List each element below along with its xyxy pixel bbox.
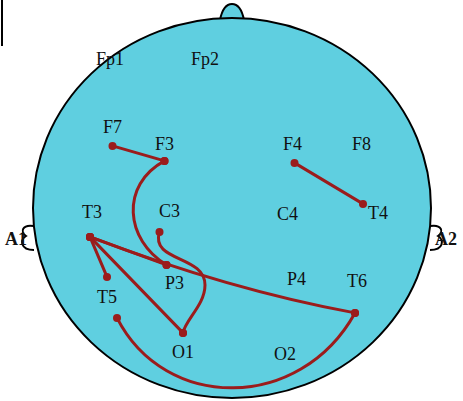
electrode-node: F4: [282, 135, 303, 155]
electrode-label: Fp2: [191, 50, 219, 70]
electrode-node: P3: [164, 274, 185, 294]
electrode-dot: [179, 329, 187, 337]
head-outline: [33, 18, 431, 398]
electrode-dot: [359, 200, 367, 208]
electrode-dot: [113, 314, 121, 322]
electrode-label: T6: [347, 272, 367, 292]
electrode-dot: [86, 233, 94, 241]
electrode-dot: [179, 329, 187, 337]
electrode-node: O1: [171, 343, 195, 363]
connection-line: [90, 237, 355, 313]
connection-line: [158, 232, 205, 333]
electrode-label: Fp1: [96, 50, 124, 70]
electrode-dot: [86, 233, 94, 241]
electrode-node: Fp1: [95, 50, 125, 70]
electrode-node: T3: [81, 203, 103, 223]
electrode-node: C3: [158, 202, 181, 222]
electrode-label: F3: [155, 135, 174, 155]
electrode-label: C3: [159, 202, 180, 222]
electrode-dot: [351, 309, 359, 317]
connection-line: [295, 163, 363, 204]
electrode-label: T3: [82, 203, 102, 223]
edge-mark: [1, 0, 3, 46]
electrode-dot: [109, 142, 117, 150]
electrode-dot: [156, 228, 164, 236]
electrode-node: O2: [273, 345, 297, 365]
electrode-dot: [161, 157, 169, 165]
electrode-label: F7: [103, 118, 122, 138]
electrode-dot: [291, 159, 299, 167]
electrode-label: T5: [97, 288, 117, 308]
electrode-dot: [351, 309, 359, 317]
electrode-label: P4: [287, 270, 306, 290]
electrode-node: C4: [276, 205, 299, 225]
ear-label: A2: [435, 230, 457, 250]
connection-line: [117, 313, 355, 388]
electrode-label: F8: [352, 135, 371, 155]
electrode-dot: [86, 233, 94, 241]
electrode-label: T4: [368, 204, 388, 224]
electrode-node: P4: [286, 270, 307, 290]
electrode-label: O2: [274, 345, 296, 365]
electrode-label: C4: [277, 205, 298, 225]
electrode-dot: [86, 233, 94, 241]
electrode-node: F7: [102, 118, 123, 138]
electrode-label: P3: [165, 274, 184, 294]
electrode-node: F3: [154, 135, 175, 155]
electrode-dot: [103, 273, 111, 281]
electrode-node: T4: [367, 204, 389, 224]
electrode-node: T6: [346, 272, 368, 292]
ear-label: A1: [5, 230, 27, 250]
electrode-label: F4: [283, 135, 302, 155]
electrode-node: T5: [96, 288, 118, 308]
electrode-label: O1: [172, 343, 194, 363]
electrode-dot: [161, 157, 169, 165]
electrode-node: F8: [351, 135, 372, 155]
electrode-node: Fp2: [190, 50, 220, 70]
